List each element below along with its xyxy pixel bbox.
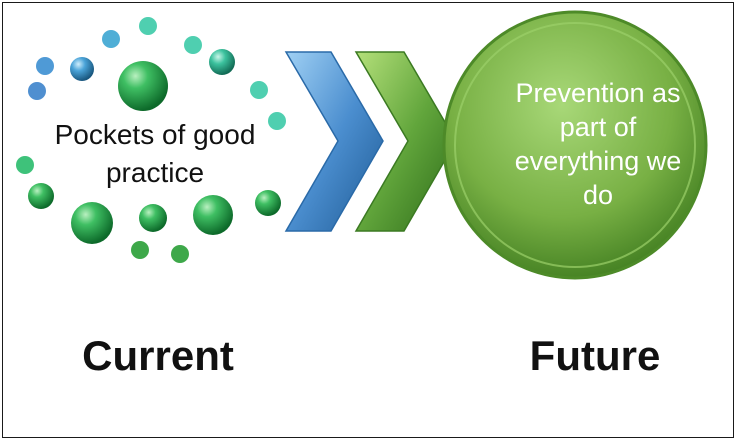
dot: [139, 17, 157, 35]
ball: [209, 49, 235, 75]
dot: [102, 30, 120, 48]
dot: [250, 81, 268, 99]
dot: [131, 241, 149, 259]
dot: [268, 112, 286, 130]
ball: [193, 195, 233, 235]
dot: [171, 245, 189, 263]
future-state-text: Prevention as part of everything we do: [514, 78, 682, 210]
future-circle-highlight: [454, 22, 696, 268]
ball: [70, 57, 94, 81]
dot: [16, 156, 34, 174]
dot: [28, 82, 46, 100]
current-label: Current: [82, 332, 234, 379]
ball: [71, 202, 113, 244]
future-circle: [442, 10, 708, 280]
dot: [36, 57, 54, 75]
ball: [255, 190, 281, 216]
green-chevron-arrow: [354, 51, 457, 232]
dot: [184, 36, 202, 54]
ball: [118, 61, 168, 111]
ball: [139, 204, 167, 232]
current-state-text: Pockets of good practice: [54, 119, 256, 188]
blue-chevron-arrow: [284, 51, 384, 232]
future-label: Future: [529, 332, 661, 379]
ball: [28, 183, 54, 209]
